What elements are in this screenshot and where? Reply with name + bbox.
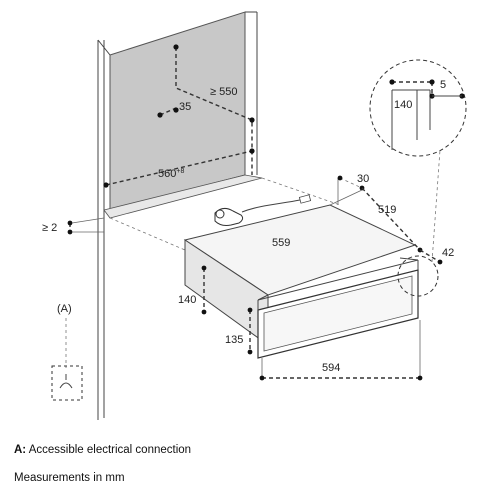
plug-face xyxy=(215,209,225,219)
legend-a: A: Accessible electrical connection xyxy=(14,444,191,456)
depth-min-label: ≥ 550 xyxy=(210,86,237,98)
depth-519-extension xyxy=(329,189,363,206)
gap-min-label: ≥ 2 xyxy=(42,222,57,234)
dim-dot xyxy=(67,220,73,226)
depth-dimension-line xyxy=(175,47,253,175)
detail-circle xyxy=(369,59,467,157)
dim-dot xyxy=(249,117,255,123)
front-width-label: 594 xyxy=(322,362,340,374)
dim-dot xyxy=(259,375,265,381)
dim-dot xyxy=(429,79,435,85)
legend-units: Measurements in mm xyxy=(14,472,125,484)
gap-extension xyxy=(71,217,105,224)
dim-dot xyxy=(249,148,255,154)
callout-a-label: (A) xyxy=(57,303,72,315)
dim-dot xyxy=(173,107,179,113)
detail-leader xyxy=(431,149,441,263)
projection-line xyxy=(261,177,341,206)
offset-dim-line xyxy=(339,177,363,189)
body-width-label: 559 xyxy=(272,237,290,249)
recess-height-label: 35 xyxy=(179,101,191,113)
dim-dot xyxy=(247,349,253,355)
dim-dot xyxy=(437,259,443,265)
depth-519-line xyxy=(361,187,421,251)
dim-dot xyxy=(201,309,207,315)
installation-diagram: ≥ 550 35 560+8 ≥ 2 30 519 559 42 xyxy=(42,11,467,420)
dim-dot xyxy=(247,307,253,313)
detail-width-label: 5 xyxy=(440,79,446,91)
cabinet-top-left xyxy=(97,39,111,56)
dim-dot xyxy=(337,175,343,181)
drawer-front-inner xyxy=(263,275,413,352)
front-offset-label: 42 xyxy=(442,247,454,259)
cable-connector xyxy=(298,194,312,204)
dim-dot xyxy=(417,375,423,381)
body-height-label: 140 xyxy=(178,294,196,306)
dim-dot xyxy=(389,79,395,85)
front-offset-line xyxy=(419,249,441,263)
drawer-top-edge xyxy=(257,259,419,301)
legend-a-text: Accessible electrical connection xyxy=(26,444,192,456)
detail-height-label: 140 xyxy=(394,99,412,111)
dim-dot xyxy=(67,229,73,235)
drawer-front-return xyxy=(399,257,419,261)
width-dimension-line xyxy=(105,150,253,186)
offset-top-label: 30 xyxy=(357,173,369,185)
power-cable xyxy=(241,199,301,213)
recess-dimension-line xyxy=(159,107,177,116)
electrical-connection-zone xyxy=(51,365,83,401)
niche-width-label: 560+8 xyxy=(158,168,184,180)
dim-dot xyxy=(103,182,109,188)
dim-dot xyxy=(201,265,207,271)
dim-dot xyxy=(157,112,163,118)
socket-icon xyxy=(59,374,73,389)
legend-a-key: A: xyxy=(14,444,27,456)
depth-519-label: 519 xyxy=(378,204,396,216)
dim-dot xyxy=(173,44,179,50)
projection-line xyxy=(109,217,186,251)
detail-marker-circle xyxy=(397,255,439,297)
drawer-side-edge xyxy=(257,294,269,301)
front-height-label: 135 xyxy=(225,334,243,346)
